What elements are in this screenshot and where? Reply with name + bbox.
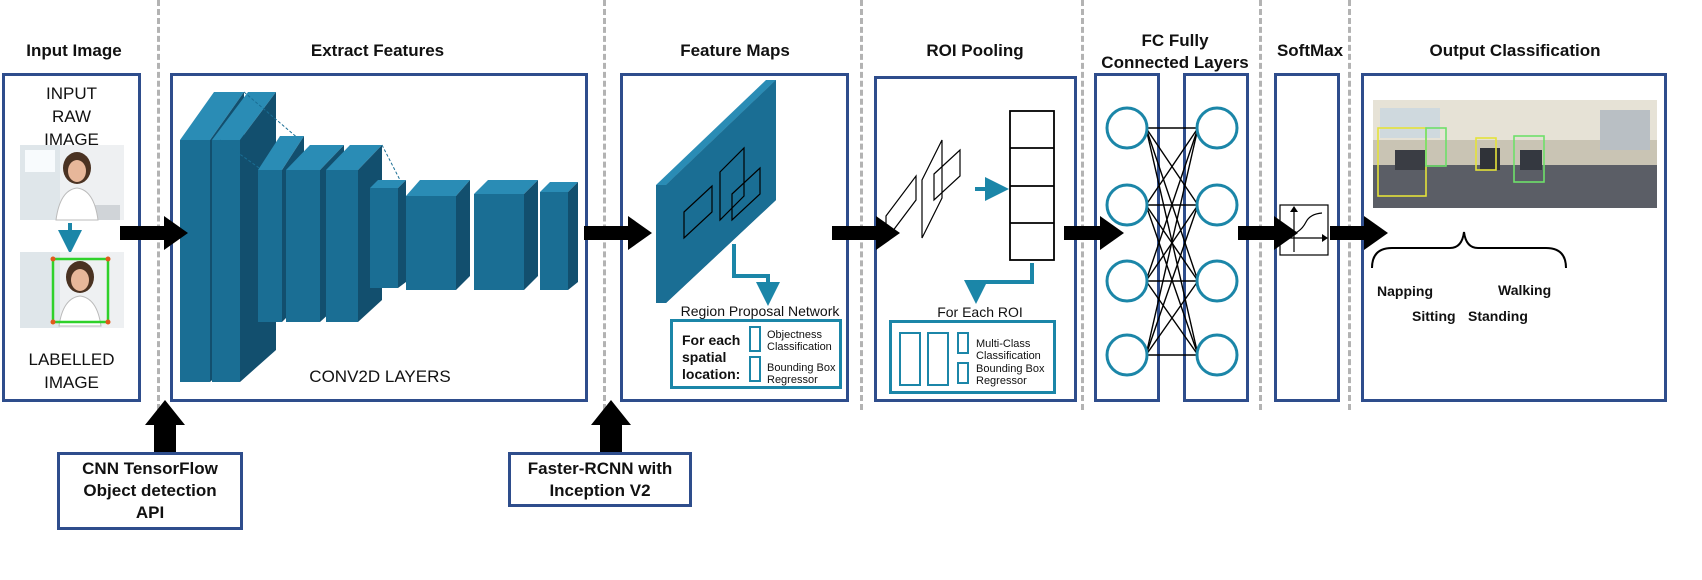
labelled-line2: IMAGE [44,373,99,392]
multiclass-label: Multi-Class Classification [976,338,1041,362]
multiclass-rect [957,332,969,354]
class-sitting: Sitting [1412,308,1456,324]
raw-line3: IMAGE [44,130,99,149]
bbox-line2: Regressor [767,374,818,386]
for-each-line2: spatial [682,349,727,365]
for-each-roi-title: For Each ROI [937,304,1023,320]
fc-node [1195,259,1239,303]
title-feature-maps: Feature Maps [680,41,790,60]
fc-node [1105,183,1149,227]
bbox-rect [749,356,761,382]
title-softmax: SoftMax [1276,41,1344,60]
flow-arrow [120,216,188,250]
separator [157,0,160,410]
feature-map-block [656,80,780,306]
fc-network [1105,106,1239,377]
title-roi-pooling: ROI Pooling [926,41,1024,60]
raw-input-photo [20,145,124,221]
flow-arrows [120,216,1388,452]
fc-node [1195,333,1239,377]
roi-bbox-rect [957,362,969,384]
rpn-title: Region Proposal Network [680,303,840,319]
for-each-spatial-location-label: For each spatial location: [682,332,740,383]
conv-block-7 [406,180,470,290]
labelled-image-label: LABELLED IMAGE [4,348,139,394]
separator [603,0,606,410]
roi-bbox-line1: Bounding Box [976,363,1045,375]
roi-rect-1 [899,332,921,386]
title-fc-line2: Connected Layers [1101,53,1249,72]
cnn-line3: API [135,503,165,522]
for-each-line3: location: [682,366,741,382]
fc-node [1105,259,1149,303]
flow-arrow [584,216,652,250]
title-output-classification: Output Classification [1429,41,1601,60]
separator [860,0,863,410]
class-napping: Napping [1377,283,1433,299]
objectness-line2: Classification [767,341,832,353]
rpn-box [670,319,842,389]
bbox-line1: Bounding Box [767,362,836,374]
labelled-input-photo [20,252,124,328]
up-arrow [591,400,631,452]
frcnn-line1: Faster-RCNN with [527,458,673,478]
class-walking: Walking [1498,282,1552,298]
multiclass-line2: Classification [976,350,1041,362]
conv-block-9 [540,182,578,290]
conv-block-8 [474,180,538,290]
separator [1081,0,1084,410]
conv2d-layers-caption: CONV2D LAYERS [309,367,451,386]
faster-rcnn-box: Faster-RCNN with Inception V2 [508,452,692,507]
roi-rect-2 [927,332,949,386]
raw-line2: RAW [51,107,92,126]
frcnn-line2: Inception V2 [549,480,651,500]
conv-block-6 [370,180,406,288]
flow-arrow [1330,216,1388,250]
separator [1259,0,1262,410]
bbox-regressor-label: Bounding Box Regressor [767,362,836,386]
cnn-tensorflow-api-box: CNN TensorFlow Object detection API [57,452,243,530]
class-brace [1371,231,1567,269]
roi-bbox-line2: Regressor [976,375,1027,387]
labelled-line1: LABELLED [28,350,115,369]
input-raw-image-label: INPUT RAW IMAGE [4,82,139,151]
title-extract-features: Extract Features [310,41,445,60]
separator [1348,0,1351,410]
roi-pooling-graphic [885,110,1055,304]
cnn-line1: CNN TensorFlow [82,459,218,478]
for-each-line1: For each [682,332,741,348]
output-detection-image [1373,100,1657,208]
title-fc-line1: FC Fully [1141,31,1209,50]
fc-node [1105,333,1149,377]
fc-node [1195,183,1239,227]
flow-arrow [832,216,900,250]
up-arrow [145,400,185,452]
objectness-label: Objectness Classification [767,329,832,353]
title-input-image: Input Image [26,41,122,60]
class-standing: Standing [1468,308,1528,324]
title-fc-layers: FC Fully Connected Layers [1090,30,1260,74]
roi-bbox-label: Bounding Box Regressor [976,363,1045,387]
fc-node [1195,106,1239,150]
cnn-line2: Object detection [83,481,217,500]
fc-node [1105,106,1149,150]
objectness-line1: Objectness [767,329,823,341]
flow-arrow [1064,216,1124,250]
raw-line1: INPUT [46,84,97,103]
flow-arrow [1238,216,1298,250]
objectness-rect [749,326,761,352]
multiclass-line1: Multi-Class [976,338,1031,350]
conv2d-layer-stack [180,91,578,382]
